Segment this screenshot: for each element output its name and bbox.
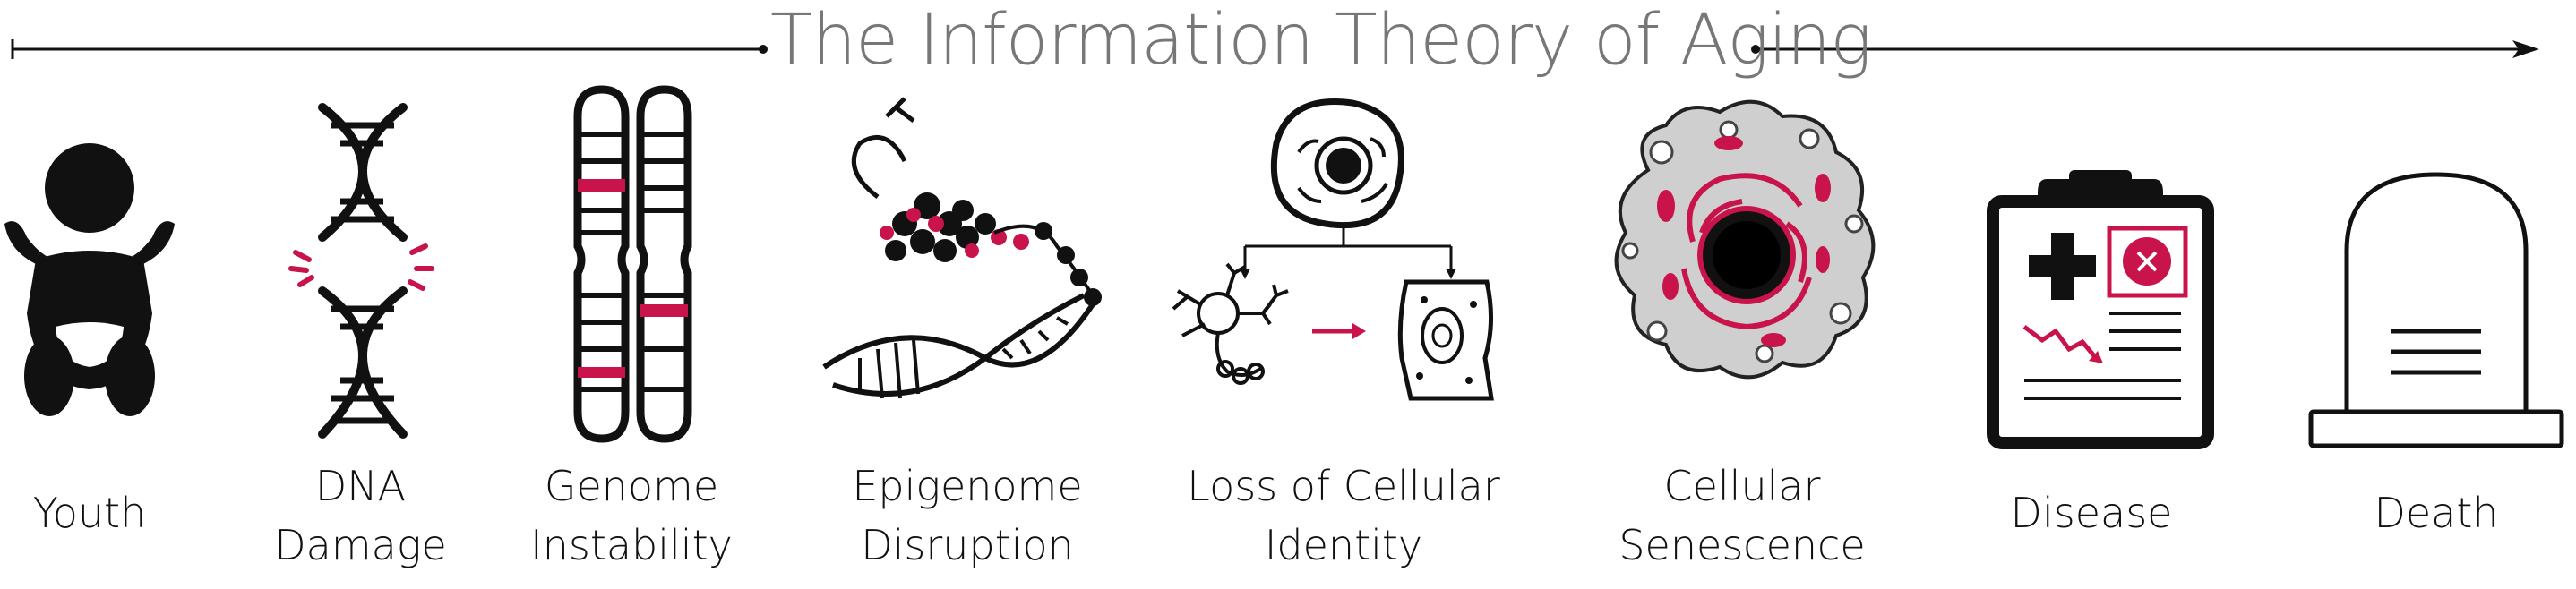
cell-differentiation-icon	[1172, 98, 1494, 401]
stage-cellular-senescence: Cellular Senescence	[1594, 90, 1890, 589]
dna-broken-icon	[288, 103, 434, 439]
stage-loss-of-cellular-identity: Loss of Cellular Identity	[1164, 90, 1523, 589]
timeline-arrow	[11, 39, 2539, 59]
baby-icon	[4, 143, 175, 416]
stage-label: DNA Damage	[274, 462, 447, 569]
stage-label: Genome Instability	[530, 462, 733, 569]
stage-label: Disease	[2010, 489, 2173, 537]
stage-disease: Disease	[1953, 90, 2230, 589]
tombstone-icon	[2308, 172, 2564, 448]
stage-label: Loss of Cellular Identity	[1187, 462, 1500, 569]
stage-epigenome-disruption: Epigenome Disruption	[806, 90, 1129, 589]
stage-dna-damage: DNA Damage	[269, 90, 452, 589]
stage-label: Youth	[32, 489, 147, 537]
page-title: The Information Theory of Aging	[770, 0, 1872, 81]
chromosome-icon	[573, 85, 692, 443]
stage-death: Death	[2302, 90, 2571, 589]
chromatin-icon	[822, 97, 1102, 399]
senescent-cell-icon	[1614, 99, 1876, 380]
stage-label: Death	[2374, 489, 2499, 537]
stage-label: Cellular Senescence	[1619, 462, 1866, 569]
stage-label: Epigenome Disruption	[852, 462, 1083, 569]
stage-youth: Youth	[0, 90, 179, 589]
timeline-header: The Information Theory of Aging	[0, 0, 2576, 90]
stage-genome-instability: Genome Instability	[528, 85, 734, 589]
medical-chart-icon	[1987, 170, 2214, 449]
